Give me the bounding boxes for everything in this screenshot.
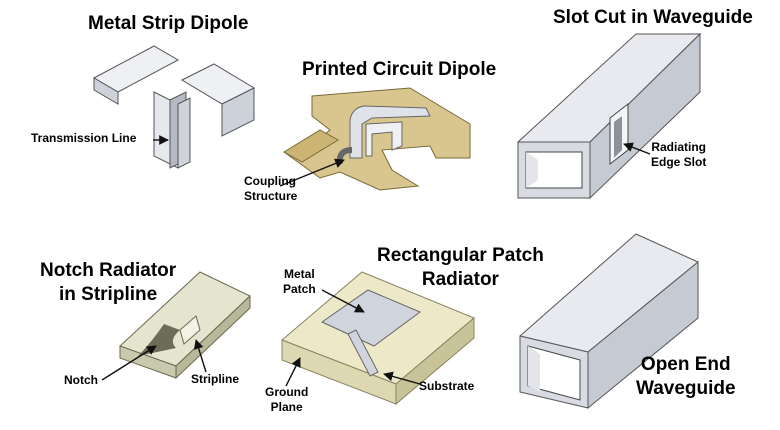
label-coupling-structure: Coupling Structure	[244, 174, 297, 204]
slot-waveguide-figure	[516, 32, 702, 200]
title-open-end-waveguide: Open End Waveguide	[636, 353, 736, 401]
notch-arrow	[101, 345, 157, 381]
label-coupling-line1: Coupling	[244, 174, 296, 188]
metal-strip-dipole-figure	[92, 45, 256, 169]
label-metal-patch: Metal Patch	[283, 267, 316, 297]
label-ground-line1: Ground	[265, 385, 309, 399]
label-ground-line2: Plane	[270, 400, 303, 414]
label-metal-patch-line2: Patch	[283, 282, 316, 296]
label-radiating-edge-slot: Radiating Edge Slot	[651, 140, 706, 170]
open-end-waveguide-figure	[518, 233, 699, 410]
title-slot-cut-waveguide: Slot Cut in Waveguide	[553, 7, 753, 28]
printed-circuit-dipole-figure	[282, 87, 471, 191]
title-rectangular-patch: Rectangular Patch Radiator	[377, 244, 544, 292]
label-substrate: Substrate	[419, 379, 475, 393]
radiating-slot-arrow	[623, 142, 651, 155]
substrate-arrow	[383, 371, 421, 385]
title-notch-radiator: Notch Radiator in Stripline	[40, 259, 176, 307]
stripline-arrow	[193, 339, 207, 373]
title-notch-radiator-line1: Notch Radiator	[40, 260, 177, 281]
label-stripline: Stripline	[191, 372, 240, 386]
metal-patch-arrow	[321, 289, 365, 313]
title-open-end-line1: Open End	[640, 354, 731, 375]
title-notch-radiator-line2: in Stripline	[59, 284, 158, 305]
label-metal-patch-line1: Metal	[284, 267, 315, 281]
title-rectangular-patch-line1: Rectangular Patch	[377, 245, 544, 266]
label-radiating-line1: Radiating	[651, 140, 706, 154]
label-coupling-line2: Structure	[244, 189, 298, 203]
coupling-structure-arrow	[279, 158, 345, 187]
label-notch: Notch	[64, 373, 98, 387]
callout-arrows	[101, 135, 651, 387]
label-radiating-line2: Edge Slot	[651, 155, 707, 169]
label-transmission-line: Transmission Line	[31, 131, 137, 145]
label-ground-plane: Ground Plane	[265, 385, 308, 415]
title-open-end-line2: Waveguide	[636, 378, 736, 399]
title-metal-strip-dipole: Metal Strip Dipole	[88, 13, 249, 34]
ground-plane-arrow	[285, 357, 301, 387]
title-printed-circuit-dipole: Printed Circuit Dipole	[302, 59, 497, 80]
title-rectangular-patch-line2: Radiator	[421, 269, 499, 290]
